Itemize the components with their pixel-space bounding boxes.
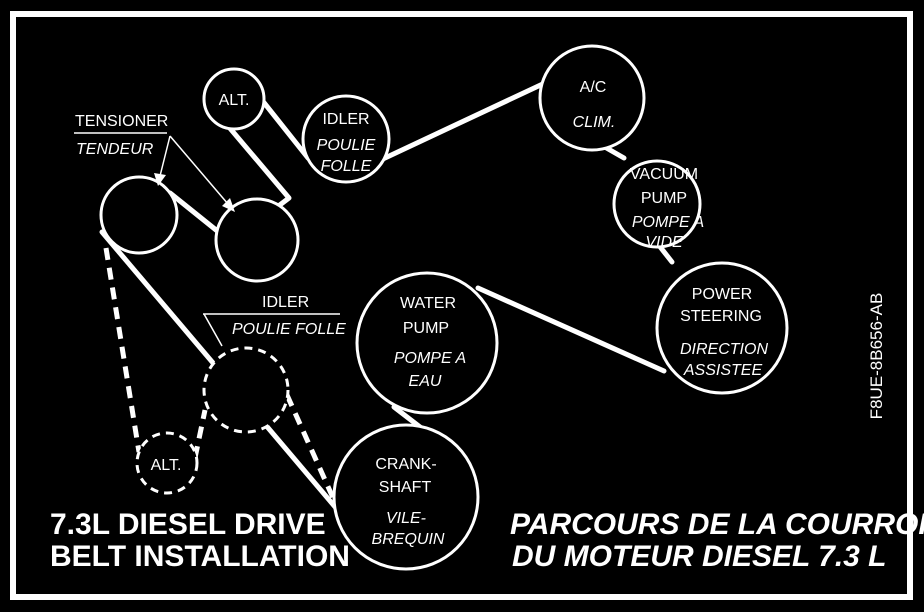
power-steering-label-fr2: ASSISTEE — [683, 362, 763, 379]
pulley-vacuum-pump — [612, 159, 702, 249]
water-pump-label-fr1: POMPE A — [394, 350, 466, 367]
pulley-power-steering — [655, 261, 789, 395]
vacuum-label-fr1: POMPE A — [632, 214, 704, 231]
idler-lower-label-en: IDLER — [262, 294, 309, 311]
belt-dashed — [103, 247, 337, 502]
title-en-line1: 7.3L DIESEL DRIVE — [50, 508, 326, 541]
crankshaft-label-en1: CRANK- — [375, 456, 436, 473]
crankshaft-label-fr1: VILE- — [386, 510, 426, 527]
power-steering-label-en2: STEERING — [680, 308, 762, 325]
pulley-alt-lower — [135, 431, 199, 495]
pulley-ac — [538, 44, 646, 152]
title-en-line2: BELT INSTALLATION — [50, 540, 350, 573]
water-pump-label-fr2: EAU — [409, 373, 442, 390]
tensioner-arrowhead-1 — [154, 173, 166, 186]
tensioner-arrowhead-2 — [222, 198, 235, 212]
pulley-tensioner-idler — [214, 197, 300, 283]
idler-top-label-fr1: POULIE — [317, 137, 376, 154]
idler-lower-label-fr: POULIE FOLLE — [232, 321, 346, 338]
ac-label-fr: CLIM. — [573, 114, 616, 131]
pulley-water-pump — [355, 271, 499, 415]
power-steering-label-en1: POWER — [692, 286, 752, 303]
idler-top-label-en: IDLER — [322, 111, 369, 128]
vacuum-label-en2: PUMP — [641, 190, 687, 207]
tensioner-leader-1 — [159, 135, 171, 177]
title-fr-line1: PARCOURS DE LA COURROIE — [510, 508, 924, 541]
crankshaft-label-fr2: BREQUIN — [372, 531, 445, 548]
power-steering-label-fr1: DIRECTION — [680, 341, 768, 358]
inner-border — [10, 11, 913, 600]
pulley-alt-top — [202, 67, 266, 131]
pulley-idler-lower — [202, 346, 290, 434]
pulley-tensioner — [99, 175, 179, 255]
tensioner-label-en: TENSIONER — [75, 113, 168, 130]
tensioner-leader-2 — [169, 135, 229, 205]
water-pump-label-en1: WATER — [400, 295, 456, 312]
water-pump-label-en2: PUMP — [403, 320, 449, 337]
crankshaft-label-en2: SHAFT — [379, 479, 432, 496]
vacuum-label-fr2: VIDE — [645, 234, 683, 251]
alt-top-label: ALT. — [219, 92, 250, 109]
title-fr-line2: DU MOTEUR DIESEL 7.3 L — [512, 540, 887, 573]
pulley-crankshaft — [332, 423, 480, 571]
idler-top-label-fr2: FOLLE — [321, 158, 372, 175]
pulley-idler-top — [301, 94, 391, 184]
idler-lower-leader — [203, 313, 223, 347]
ac-label-en: A/C — [580, 79, 607, 96]
part-number: F8UE-8B656-AB — [867, 293, 886, 420]
alt-lower-label: ALT. — [151, 457, 182, 474]
vacuum-label-en1: VACUUM — [630, 166, 698, 183]
tensioner-label-fr: TENDEUR — [76, 141, 154, 158]
